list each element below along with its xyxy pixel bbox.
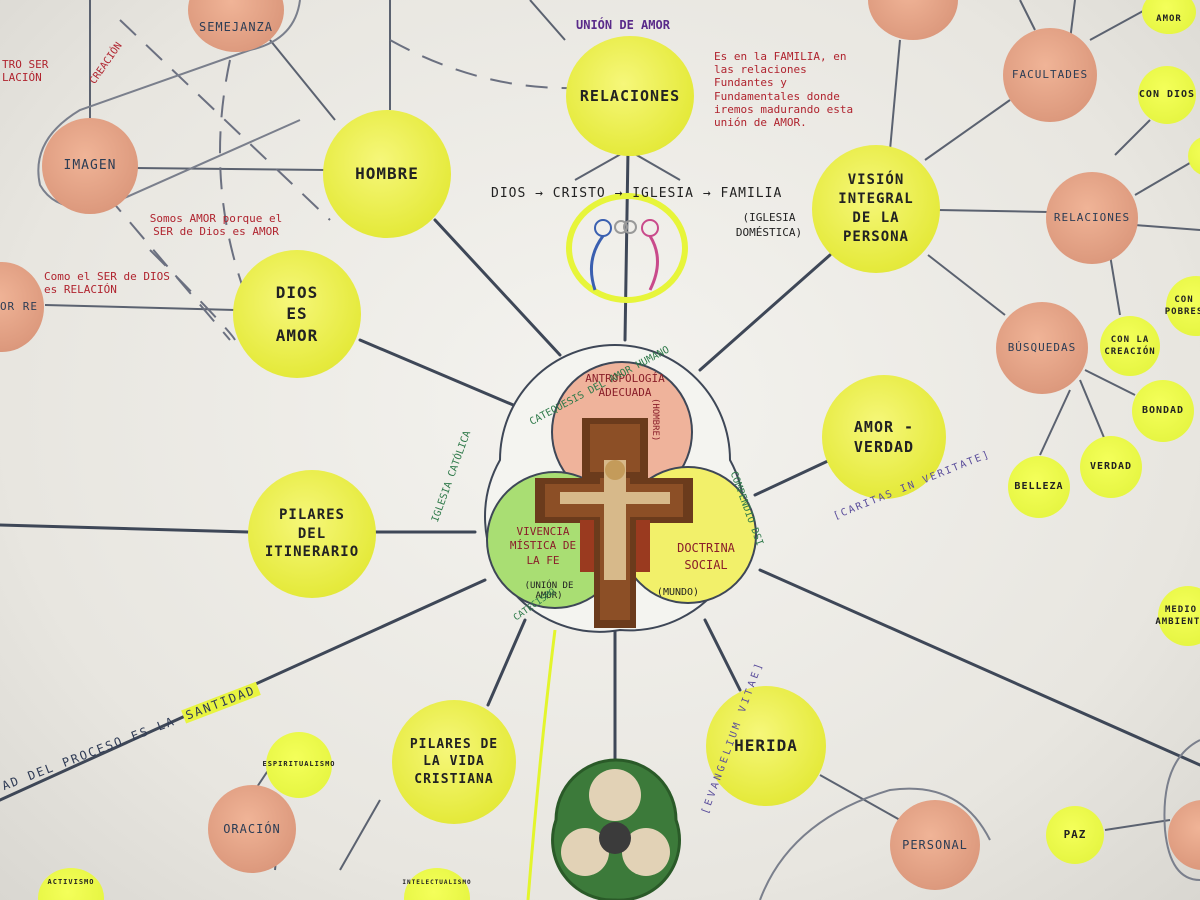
node-amor-verdad: AMOR - VERDAD (822, 375, 946, 499)
node-paz: PAZ (1046, 806, 1104, 864)
node-personal: PERSONAL (890, 800, 980, 890)
label-union-amor: UNIÓN DE AMOR (576, 18, 670, 32)
label-iglesia-domestica: (IGLESIA DOMÉSTICA) (735, 211, 803, 240)
couple-rings-icon (566, 193, 688, 303)
node-herida: HERIDA (706, 686, 826, 806)
center-top-sub: (HOMBRE) (650, 398, 660, 442)
node-busquedas: BÚSQUEDAS (996, 302, 1088, 394)
node-imagen: IMAGEN (42, 118, 138, 214)
note-como-ser: Como el SER de DIOS es RELACIÓN (44, 270, 170, 297)
node-belleza: BELLEZA (1008, 456, 1070, 518)
node-bondad: BONDAD (1132, 380, 1194, 442)
node-verdad: VERDAD (1080, 436, 1142, 498)
node-pilares-itinerario: PILARES DEL ITINERARIO (248, 470, 376, 598)
node-medio-ambiente: MEDIO AMBIENTE (1155, 586, 1200, 646)
node-dios-amor: DIOS ES AMOR (233, 250, 361, 378)
node-con-dios: CON DIOS (1138, 66, 1196, 124)
label-chain: DIOS → CRISTO → IGLESIA → FAMILIA (491, 186, 783, 201)
node-espiritualismo: ESPIRITUALISMO (263, 732, 335, 798)
node-facultades: FACULTADES (1003, 28, 1097, 122)
node-pilares-vida: PILARES DE LA VIDA CRISTIANA (392, 700, 516, 824)
center-left-sub: (UNIÓN DE AMOR) (524, 581, 574, 601)
node-right-edge-partial (1188, 136, 1200, 176)
trinity-emblem-icon (551, 758, 681, 900)
node-relaciones-top: RELACIONES (566, 36, 694, 156)
crucifix-icon (535, 418, 693, 628)
note-familia: Es en la FAMILIA, en las relaciones Fund… (714, 50, 854, 129)
node-con-creacion: CON LA CREACIÓN (1100, 316, 1160, 376)
node-vision-integral: VISIÓN INTEGRAL DE LA PERSONA (812, 145, 940, 273)
node-amor-small: AMOR (1142, 0, 1196, 34)
note-nuestro-ser: TRO SER LACIÓN (2, 58, 49, 85)
node-oracion: ORACIÓN (208, 785, 296, 873)
center-right-text: DOCTRINA SOCIAL (677, 541, 735, 572)
note-somos-amor: Somos AMOR porque el SER de Dios es AMOR (149, 212, 283, 239)
node-hombre: HOMBRE (323, 110, 451, 238)
center-right-sub: (MUNDO) (656, 587, 700, 598)
node-relaciones-right: RELACIONES (1046, 172, 1138, 264)
center-top-text: ANTROPOLOGÍA ADECUADA (585, 372, 665, 400)
center-left-text: VIVENCIA MÍSTICA DE LA FE (509, 525, 577, 567)
